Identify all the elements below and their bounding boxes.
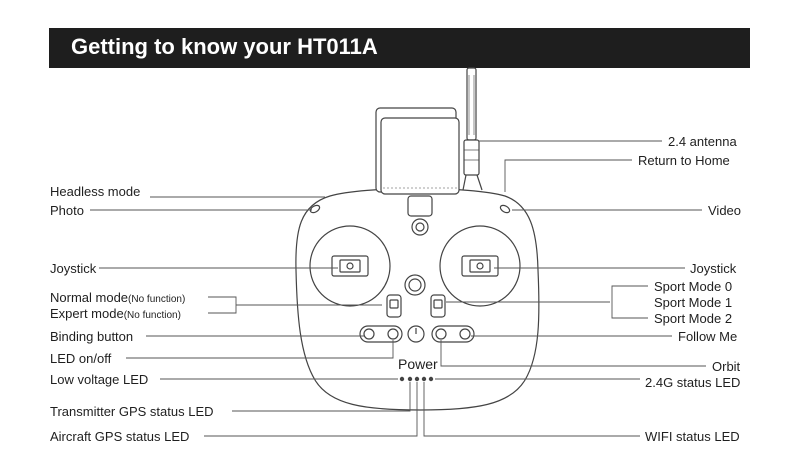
label-sport-mode-2: Sport Mode 2	[654, 311, 733, 326]
phone-holder-front	[380, 117, 460, 195]
label-photo: Photo	[50, 203, 84, 218]
antenna	[466, 67, 477, 141]
label-headless-mode: Headless mode	[50, 184, 141, 199]
label-expert-mode: Expert mode(No function)	[50, 306, 181, 323]
label-return-home: Return to Home	[638, 153, 730, 168]
led-button-shape	[387, 328, 399, 340]
label-24g-status-led: 2.4G status LED	[645, 375, 741, 390]
mode-switch-right	[430, 294, 446, 318]
label-power: Power	[398, 356, 438, 372]
label-joystick-right: Joystick	[690, 261, 737, 276]
label-orbit: Orbit	[712, 359, 741, 374]
label-expert-mode-note: (No function)	[123, 310, 181, 321]
label-normal-mode: Normal mode(No function)	[50, 290, 185, 307]
orbit-button-shape	[435, 328, 447, 340]
follow-me-button-shape	[459, 328, 471, 340]
label-antenna: 2.4 antenna	[668, 134, 737, 149]
label-binding-button: Binding button	[50, 329, 134, 344]
label-sport-mode-1: Sport Mode 1	[654, 295, 733, 310]
label-expert-mode-text: Expert mode	[50, 306, 124, 321]
label-transmitter-gps-led: Transmitter GPS status LED	[50, 404, 214, 419]
center-dial	[404, 274, 426, 296]
label-follow-me: Follow Me	[678, 329, 738, 344]
label-sport-mode-0: Sport Mode 0	[654, 279, 733, 294]
label-wifi-status-led: WIFI status LED	[645, 429, 740, 444]
label-joystick-left: Joystick	[50, 261, 97, 276]
mode-switch-left	[386, 294, 402, 318]
title-banner: Getting to know your HT011A	[49, 28, 750, 68]
label-normal-mode-note: (No function)	[128, 294, 186, 305]
label-low-voltage-led: Low voltage LED	[50, 372, 149, 387]
label-led-onoff: LED on/off	[50, 351, 112, 366]
label-normal-mode-text: Normal mode	[50, 290, 129, 305]
page-title: Getting to know your HT011A	[71, 34, 378, 59]
antenna-base	[463, 139, 480, 176]
binding-button-shape	[363, 328, 375, 340]
label-aircraft-gps-led: Aircraft GPS status LED	[50, 429, 190, 444]
label-video: Video	[708, 203, 742, 218]
